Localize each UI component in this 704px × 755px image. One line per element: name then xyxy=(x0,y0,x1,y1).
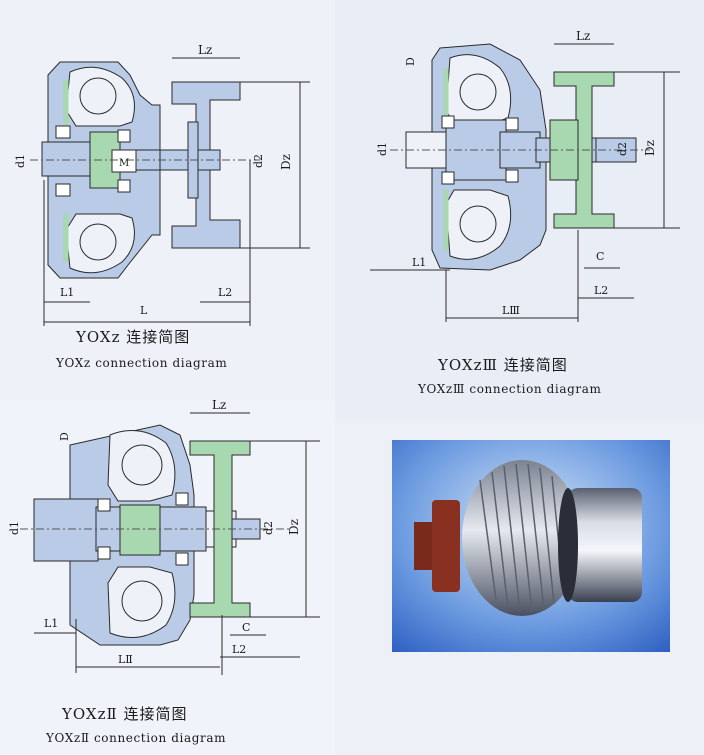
diagram-yoxz3-drawing: Lz Dz D d1 d2 L1 LⅢ L2 C xyxy=(370,29,680,322)
caption-yoxz2-zh: YOXzⅡ 连接简图 xyxy=(62,705,188,723)
photo-brake-drum xyxy=(568,488,642,602)
label-c: C xyxy=(242,621,250,634)
caption-yoxz3-en: YOXzⅢ connection diagram xyxy=(418,382,602,396)
label-d2: d2 xyxy=(616,142,629,156)
label-lIII: LⅢ xyxy=(502,304,520,317)
diagram-yoxz: Lz Dz d1 d2 L1 L L2 M YOXz 连接简图 YOXz con… xyxy=(0,0,335,370)
label-l2: L2 xyxy=(232,643,246,656)
caption-yoxz2-en: YOXzⅡ connection diagram xyxy=(46,731,227,745)
label-lz: Lz xyxy=(198,43,212,57)
label-m: M xyxy=(119,158,129,169)
label-l2: L2 xyxy=(594,284,608,297)
diagram-yoxz3: Lz Dz D d1 d2 L1 LⅢ L2 C YOXzⅢ 连接简图 YOXz… xyxy=(350,20,704,400)
product-photo xyxy=(392,440,670,652)
label-lz: Lz xyxy=(576,29,590,43)
label-d1: d1 xyxy=(14,154,27,168)
label-d1: d1 xyxy=(376,142,389,156)
label-dz: Dz xyxy=(643,140,657,156)
label-lII: LⅡ xyxy=(118,653,133,666)
caption-yoxz-zh: YOXz 连接简图 xyxy=(76,328,191,346)
diagram-yoxz-drawing: Lz Dz d1 d2 L1 L L2 M xyxy=(14,43,310,326)
label-l1: L1 xyxy=(44,617,58,630)
diagram-yoxz2: Lz Dz D d1 d2 L1 LⅡ L2 C YOXzⅡ 连接简图 YOXz… xyxy=(0,395,335,755)
label-d2: d2 xyxy=(262,521,275,535)
label-d: D xyxy=(404,57,417,66)
label-d2: d2 xyxy=(252,154,265,168)
caption-yoxz3-zh: YOXzⅢ 连接简图 xyxy=(438,356,568,374)
label-l: L xyxy=(140,304,148,317)
photo-coupling-body xyxy=(462,460,582,616)
label-c: C xyxy=(596,250,604,263)
product-photo-drawing xyxy=(392,440,670,652)
label-lz: Lz xyxy=(212,398,226,412)
caption-yoxz-en: YOXz connection diagram xyxy=(56,356,228,370)
label-d1: d1 xyxy=(8,521,21,535)
label-l2: L2 xyxy=(218,286,232,299)
label-l1: L1 xyxy=(412,256,426,269)
label-d: D xyxy=(58,432,71,441)
diagram-yoxz2-drawing: Lz Dz D d1 d2 L1 LⅡ L2 C xyxy=(8,398,320,675)
label-dz: Dz xyxy=(287,519,301,535)
label-dz: Dz xyxy=(279,154,293,170)
label-l1: L1 xyxy=(60,286,74,299)
